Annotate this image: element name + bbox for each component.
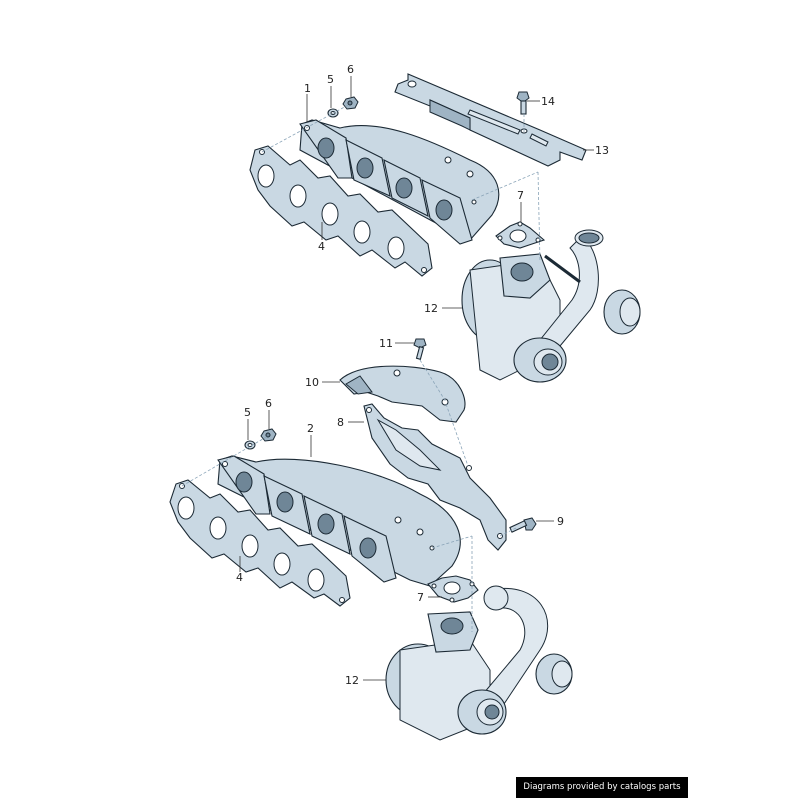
callout-6-upper[interactable]: 6 (347, 63, 354, 76)
callout-13[interactable]: 13 (595, 144, 609, 157)
nut-6-upper[interactable] (342, 96, 359, 110)
callout-7-upper[interactable]: 7 (517, 189, 524, 202)
heat-shield-bracket-8[interactable] (363, 403, 507, 551)
gasket-7-upper[interactable] (495, 221, 546, 249)
callout-11[interactable]: 11 (379, 337, 393, 350)
gasket-7-lower[interactable] (427, 575, 479, 603)
heat-shield-13[interactable] (394, 73, 587, 167)
exhaust-manifold-1[interactable] (299, 119, 500, 245)
callout-12-lower[interactable]: 12 (345, 674, 359, 687)
callout-12-upper[interactable]: 12 (424, 302, 438, 315)
callout-5-lower[interactable]: 5 (244, 406, 251, 419)
alignment-lines (181, 103, 541, 632)
callout-5-upper[interactable]: 5 (327, 73, 334, 86)
callout-8[interactable]: 8 (337, 416, 344, 429)
bolt-14[interactable] (516, 91, 530, 115)
callout-1[interactable]: 1 (304, 82, 311, 95)
diagram-credit-banner: Diagrams provided by catalogs parts (516, 777, 688, 798)
callout-10[interactable]: 10 (305, 376, 319, 389)
callout-2[interactable]: 2 (307, 422, 314, 435)
leader-lines (239, 76, 594, 681)
callout-7-lower[interactable]: 7 (417, 591, 424, 604)
callout-labels: 1 5 6 14 13 7 4 12 11 10 8 5 6 2 9 4 7 1… (236, 63, 609, 687)
turbocharger-12-upper[interactable] (461, 229, 641, 383)
exhaust-manifold-2[interactable] (217, 455, 461, 587)
bolt-9[interactable] (509, 517, 537, 533)
heat-shield-10[interactable] (339, 365, 466, 423)
screw-11[interactable] (413, 338, 427, 360)
callout-4-upper[interactable]: 4 (318, 240, 325, 253)
turbocharger-12-lower[interactable] (385, 585, 573, 741)
callout-4-lower[interactable]: 4 (236, 571, 243, 584)
manifold-gasket-4-upper[interactable] (249, 145, 433, 277)
callout-6-lower[interactable]: 6 (265, 397, 272, 410)
washer-5-lower[interactable] (244, 440, 256, 450)
nut-6-lower[interactable] (260, 428, 277, 442)
callout-14[interactable]: 14 (541, 95, 555, 108)
callout-9[interactable]: 9 (557, 515, 564, 528)
